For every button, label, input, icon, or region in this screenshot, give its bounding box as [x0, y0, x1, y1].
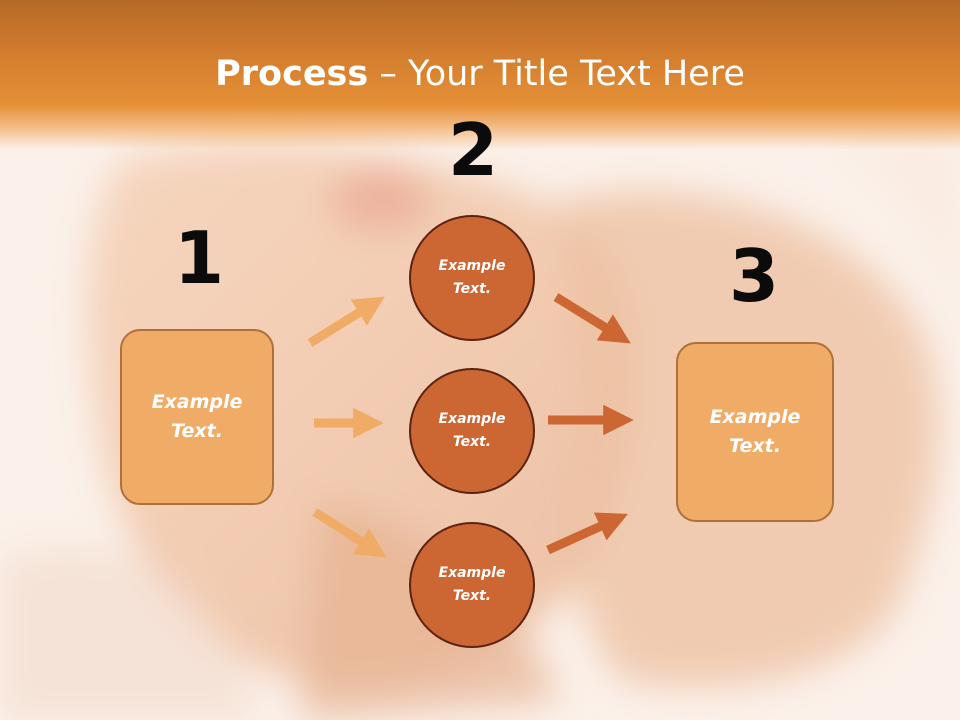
- title-bold: Process: [215, 54, 369, 94]
- step-number-3: 3: [728, 234, 780, 318]
- step-2-circle-3-text: Example Text.: [438, 565, 506, 604]
- step-3-text: Example Text.: [709, 406, 801, 457]
- step-1-box: Example Text.: [120, 329, 274, 505]
- title-bar: [0, 0, 960, 150]
- arrow-box1-to-circle1: [307, 296, 385, 347]
- step-1-text: Example Text.: [151, 391, 243, 442]
- step-2-circle-3: Example Text.: [409, 522, 535, 648]
- arrow-box1-to-circle3: [312, 508, 387, 558]
- step-2-circle-2-text: Example Text.: [438, 411, 506, 450]
- step-number-1: 1: [173, 216, 225, 300]
- step-2-circle-1-text: Example Text.: [438, 258, 506, 297]
- step-3-box: Example Text.: [676, 342, 834, 522]
- step-2-circle-1: Example Text.: [409, 215, 535, 341]
- title-rest: – Your Title Text Here: [368, 54, 745, 94]
- arrow-circle3-to-box3: [546, 512, 629, 555]
- step-number-2: 2: [447, 108, 499, 192]
- step-2-circle-2: Example Text.: [409, 368, 535, 494]
- slide-title: Process – Your Title Text Here: [0, 52, 960, 96]
- arrow-circle1-to-box3: [553, 293, 631, 344]
